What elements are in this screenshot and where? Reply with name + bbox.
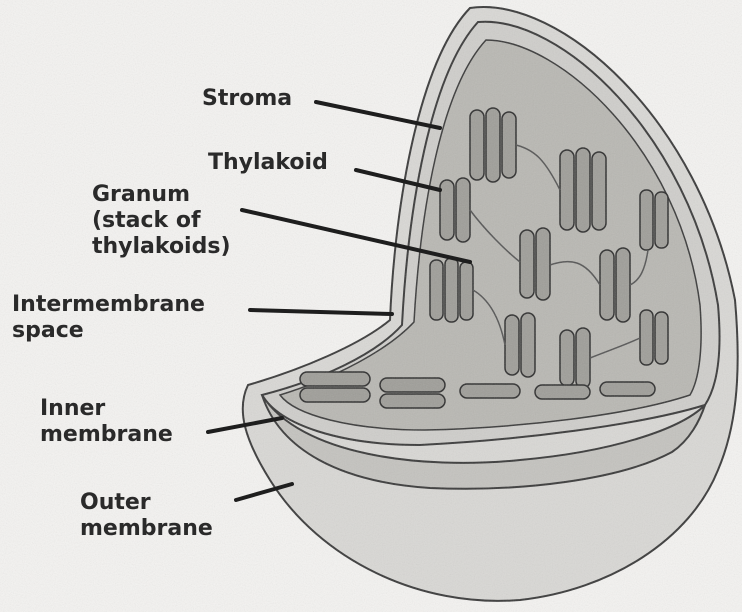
label-outer-membrane: Outer membrane: [80, 490, 213, 542]
label-outer-line2: membrane: [80, 516, 213, 542]
label-intermembrane-line2: space: [12, 318, 205, 344]
label-stroma-text: Stroma: [202, 86, 292, 112]
label-outer-line1: Outer: [80, 490, 213, 516]
label-inner-line1: Inner: [40, 396, 173, 422]
label-granum-line3: thylakoids): [92, 234, 231, 260]
label-thylakoid: Thylakoid: [208, 150, 328, 176]
label-stroma: Stroma: [202, 86, 292, 112]
label-granum-line2: (stack of: [92, 208, 231, 234]
label-granum-line1: Granum: [92, 182, 231, 208]
label-intermembrane-line1: Intermembrane: [12, 292, 205, 318]
label-inner-line2: membrane: [40, 422, 173, 448]
label-thylakoid-text: Thylakoid: [208, 150, 328, 176]
label-granum: Granum (stack of thylakoids): [92, 182, 231, 260]
label-intermembrane-space: Intermembrane space: [12, 292, 205, 344]
label-inner-membrane: Inner membrane: [40, 396, 173, 448]
